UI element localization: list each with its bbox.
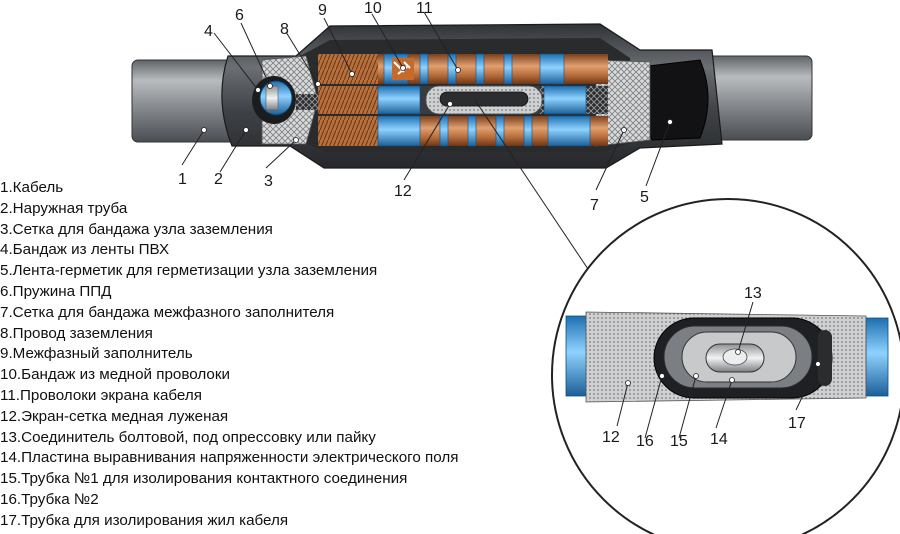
connector-core bbox=[722, 348, 748, 366]
legend-item: 3.Сетка для бандажа узла заземления bbox=[0, 220, 273, 238]
callout-5: 5 bbox=[640, 189, 649, 206]
callout-10: 10 bbox=[364, 0, 382, 17]
callout-2: 2 bbox=[214, 171, 223, 188]
callout-8: 8 bbox=[280, 21, 289, 38]
legend-item: 4.Бандаж из ленты ПВХ bbox=[0, 241, 170, 259]
callout-11: 11 bbox=[416, 0, 433, 17]
legend-item: 16.Трубка №2 bbox=[0, 490, 99, 508]
legend-list: 1.Кабель 2.Наружная труба 3.Сетка для ба… bbox=[0, 178, 458, 532]
callout-14: 14 bbox=[710, 431, 728, 448]
callout-4: 4 bbox=[204, 23, 213, 40]
core-upper bbox=[318, 54, 608, 84]
legend-item: 7.Сетка для бандажа межфазного заполните… bbox=[0, 303, 335, 321]
callout-7: 7 bbox=[590, 197, 599, 214]
legend-item: 9.Межфазный заполнитель bbox=[0, 345, 193, 363]
legend-item: 8.Провод заземления bbox=[0, 324, 153, 342]
callout-12: 12 bbox=[394, 183, 412, 200]
callout-16: 16 bbox=[636, 433, 654, 450]
legend-item: 5.Лента-герметик для герметизации узла з… bbox=[0, 262, 378, 280]
callout-13: 13 bbox=[744, 285, 762, 302]
lens-blue-left bbox=[565, 315, 589, 397]
legend-item: 14.Пластина выравнивания напряженности э… bbox=[0, 449, 459, 467]
leader-lines bbox=[181, 11, 671, 291]
legend-item: 2.Наружная труба bbox=[0, 199, 128, 217]
legend-item: 1.Кабель bbox=[0, 179, 64, 196]
callout-9: 9 bbox=[318, 2, 327, 19]
callout-6: 6 bbox=[235, 7, 244, 24]
callout-dots bbox=[201, 65, 673, 143]
legend-item: 17.Трубка для изолирования жил кабеля bbox=[0, 511, 289, 529]
legend-item: 12.Экран-сетка медная луженая bbox=[0, 407, 229, 425]
legend-item: 11.Проволоки экрана кабеля bbox=[0, 386, 202, 404]
legend-item: 10.Бандаж из медной проволоки bbox=[0, 366, 230, 384]
callout-15: 15 bbox=[670, 433, 688, 450]
callout-1: 1 bbox=[178, 171, 187, 188]
lens-leader-lines bbox=[616, 301, 819, 439]
lens-content bbox=[565, 311, 889, 403]
callout-12-lens: 12 bbox=[602, 429, 620, 446]
legend-item: 15.Трубка №1 для изолирования контактног… bbox=[0, 470, 408, 488]
callout-17: 17 bbox=[788, 415, 806, 432]
lens-blue-right bbox=[865, 317, 889, 397]
connector-small bbox=[439, 91, 529, 107]
callout-3: 3 bbox=[264, 173, 273, 190]
legend-item: 13.Соединитель болтовой, под опрессовку … bbox=[0, 428, 376, 446]
legend-item: 6.Пружина ППД bbox=[0, 282, 112, 300]
sealant-tape bbox=[642, 59, 709, 141]
